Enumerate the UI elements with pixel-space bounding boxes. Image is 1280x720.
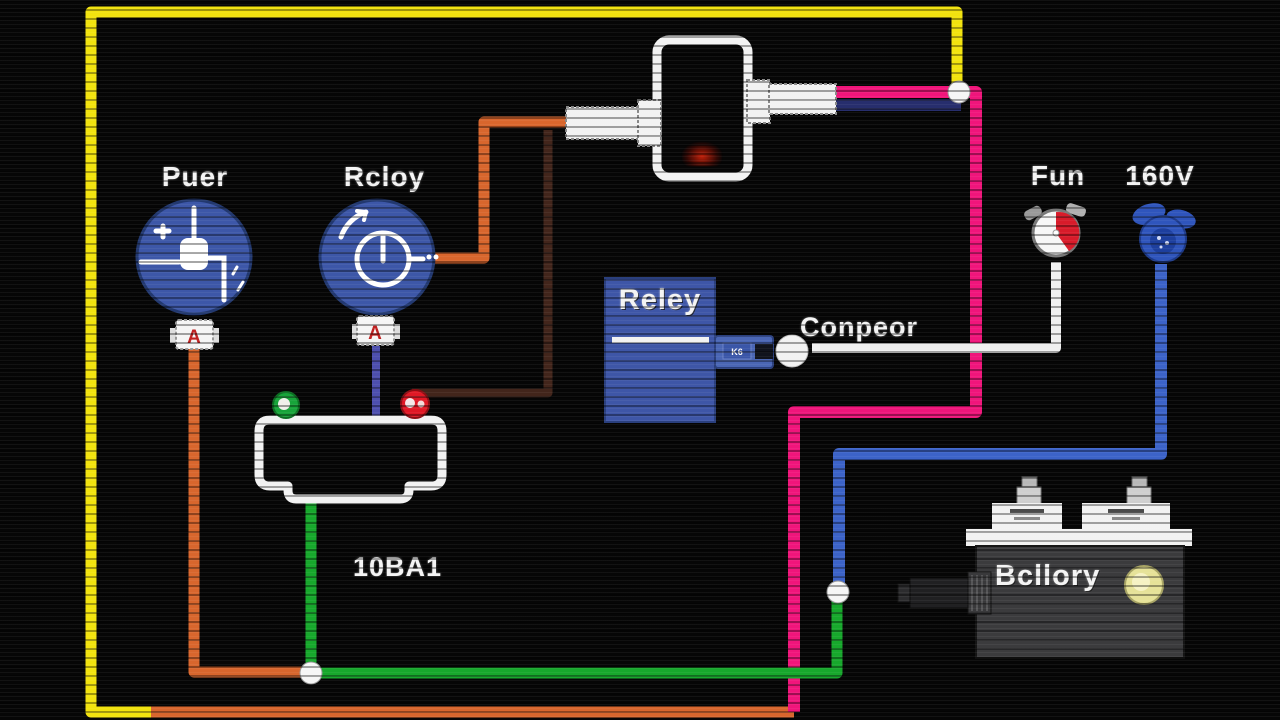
battery-terminal-negative (992, 476, 1062, 529)
battery-side-plug (897, 571, 992, 615)
pink-wire (788, 86, 982, 712)
white-connector-wire (812, 262, 1061, 353)
wire-junction-dot (826, 580, 850, 604)
battery-cap-highlight (1132, 573, 1150, 591)
fuse-box (565, 35, 837, 182)
orange-power-wire (188, 348, 306, 678)
relay-box-label: Reley (618, 284, 702, 316)
relay-box: K6 (604, 277, 809, 423)
gauge-icon (1024, 203, 1087, 258)
relay-circle-pin-connector: A (352, 315, 400, 346)
relay-circle-label: Rcloy (343, 161, 426, 192)
red-indicator-center (417, 400, 425, 408)
relay-circle-unit: A (318, 198, 439, 346)
gauge-ref-label: 10BA1 (352, 552, 443, 582)
red-indicator-center (405, 398, 415, 408)
module-tray (254, 389, 447, 504)
fuse-left-terminal (565, 106, 640, 140)
power-unit: A (135, 198, 253, 350)
fuse-right-terminal (768, 83, 837, 115)
brown-wire (412, 130, 553, 398)
relay-plug: K6 (714, 334, 809, 369)
power-unit-label: Puer (161, 161, 229, 192)
spark-plug-body (180, 238, 208, 270)
fan-icon (1132, 203, 1196, 263)
fuse-left-terminal-cap (637, 99, 662, 147)
spark-plug-icon (138, 205, 245, 303)
power-unit-pin-connector: A (170, 319, 219, 350)
pin-mark: A (187, 327, 201, 348)
relay-box-line (612, 337, 709, 343)
yellow-border-wire (85, 6, 963, 718)
connector-label: Conpeor (800, 312, 918, 342)
relay-plug-text: K6 (731, 347, 743, 357)
red-indicator-dot (400, 389, 430, 419)
wire-junction-dot (947, 80, 971, 104)
power-symbol-icon (338, 209, 439, 288)
green-indicator-center (278, 398, 290, 410)
fuse-right-terminal-cap (746, 79, 771, 124)
green-wire (305, 497, 843, 679)
blue-fan-wire (833, 264, 1167, 590)
battery (897, 476, 1192, 659)
fuse-indicator-mark (682, 142, 722, 166)
wire-junction-dot (299, 661, 323, 685)
fan-label: Fun (1030, 160, 1086, 191)
relay-plug-ball (775, 334, 809, 368)
pin-mark: A (368, 323, 382, 344)
voltage-label: 160V (1125, 160, 1195, 191)
battery-terminal-positive (1082, 476, 1170, 529)
battery-label: Bcllory (995, 560, 1101, 592)
orange-relay-wire (430, 116, 567, 264)
